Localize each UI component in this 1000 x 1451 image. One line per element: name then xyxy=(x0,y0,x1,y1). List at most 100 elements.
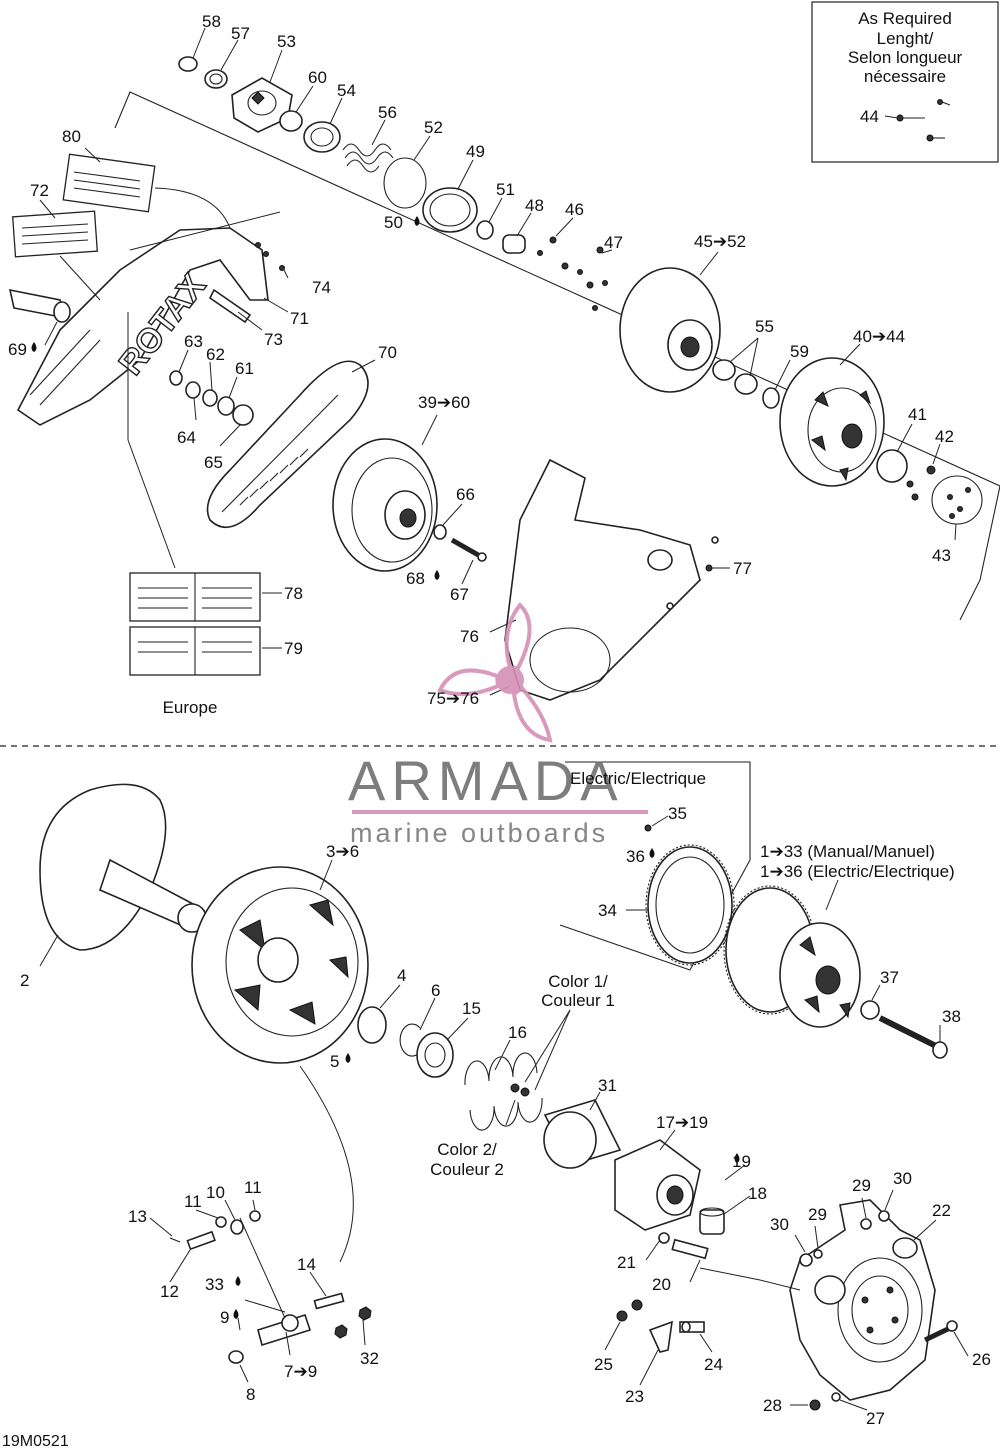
part-69-shaft xyxy=(8,288,71,323)
callout-44: 44 xyxy=(860,107,879,126)
part-55-shim-b xyxy=(734,373,758,395)
part-31-sleeve xyxy=(543,1099,622,1169)
part-10-bushing xyxy=(230,1219,244,1235)
as-required-line2: Lenght/ xyxy=(877,29,934,48)
callout-4: 4 xyxy=(397,966,406,985)
callout-53: 53 xyxy=(277,32,296,51)
drop-icon xyxy=(734,1153,740,1163)
part-39-driven-pulley-assy xyxy=(332,438,438,572)
callout-27: 27 xyxy=(866,1409,885,1428)
part-52-ring xyxy=(383,157,427,209)
callout-30b: 30 xyxy=(893,1169,912,1188)
callout-63: 63 xyxy=(184,332,203,351)
drop-icon xyxy=(649,848,655,858)
callout-49: 49 xyxy=(466,142,485,161)
part-12-pin xyxy=(186,1230,216,1251)
part-3-sliding-sheave xyxy=(191,866,369,1064)
part-72-warning-decal xyxy=(12,210,98,258)
callout-59: 59 xyxy=(790,342,809,361)
callout-78: 78 xyxy=(284,584,303,603)
part-30-nut-a xyxy=(799,1253,813,1267)
part-44-screws xyxy=(896,99,951,142)
watermark-tagline: marine outboards xyxy=(350,818,608,848)
part-11-washer-b xyxy=(249,1210,261,1222)
part-59-ring xyxy=(762,387,780,409)
part-30-nut-b xyxy=(878,1210,890,1222)
part-53-cam xyxy=(231,77,293,133)
callout-19: 19 xyxy=(732,1152,751,1171)
part-57-washer xyxy=(204,69,228,89)
part-29-washer-b xyxy=(860,1218,872,1230)
callout-69: 69 xyxy=(8,340,27,359)
diagram-code: 19M0521 xyxy=(2,1433,69,1450)
callout-66: 66 xyxy=(456,485,475,504)
callout-57: 57 xyxy=(231,24,250,43)
callout-33: 33 xyxy=(205,1275,224,1294)
callout-65: 65 xyxy=(204,453,223,472)
armada-watermark: ARMADA marine outboards xyxy=(348,602,648,848)
leader-lines xyxy=(39,27,969,1411)
callout-41: 41 xyxy=(908,405,927,424)
as-required-box xyxy=(811,1,999,163)
callout-29b: 29 xyxy=(852,1176,871,1195)
part-80-warning-decal xyxy=(62,153,156,213)
callout-34: 34 xyxy=(598,901,617,920)
part-28-nut xyxy=(809,1399,821,1411)
color1-line2: Couleur 1 xyxy=(541,991,615,1010)
callout-16: 16 xyxy=(508,1023,527,1042)
callout-29a: 29 xyxy=(808,1205,827,1224)
callout-74: 74 xyxy=(312,278,331,297)
part-61-ring xyxy=(217,396,235,416)
part-74-screws xyxy=(255,242,285,271)
part-24-pin xyxy=(679,1321,705,1333)
callout-61: 61 xyxy=(235,359,254,378)
part-48-bushing xyxy=(502,234,526,254)
callout-30a: 30 xyxy=(770,1215,789,1234)
callout-20: 20 xyxy=(652,1275,671,1294)
callout-13: 13 xyxy=(128,1207,147,1226)
part-66-washer xyxy=(433,524,447,540)
callout-9: 9 xyxy=(220,1308,229,1327)
part-27-washer xyxy=(831,1392,841,1402)
callout-labels: 58 57 53 60 54 56 52 49 51 48 46 47 50 4… xyxy=(8,12,991,1428)
part-43-screw-set xyxy=(931,475,983,525)
part-37-washer xyxy=(860,1000,880,1020)
part-23-bracket xyxy=(648,1320,673,1353)
color1-line1: Color 1/ xyxy=(548,972,608,991)
callout-55: 55 xyxy=(755,317,774,336)
part-79-caution-decal-europe xyxy=(129,626,261,676)
part-2-fixed-sheave xyxy=(39,783,207,951)
part-76-support-bracket xyxy=(504,458,701,701)
part-42-nut xyxy=(926,465,936,475)
axis-return-line xyxy=(959,485,1000,621)
part-32-nuts xyxy=(334,1306,372,1339)
callout-43: 43 xyxy=(932,546,951,565)
part-18-bushing xyxy=(699,1207,725,1235)
lubricant-drop-icons xyxy=(31,216,740,1319)
part-16-spring xyxy=(464,1052,543,1131)
part-35-screw xyxy=(644,824,652,832)
part-60-ring xyxy=(279,110,303,132)
callout-3-6: 3➔6 xyxy=(326,842,359,861)
callout-56: 56 xyxy=(378,103,397,122)
part-38-bolt xyxy=(878,1015,948,1059)
part-67-bolt xyxy=(450,537,487,562)
part-55-shim-a xyxy=(712,359,736,381)
callout-11a: 11 xyxy=(184,1192,202,1211)
callout-15: 15 xyxy=(462,999,481,1018)
part-25-screws xyxy=(616,1299,643,1322)
as-required-line1: As Required xyxy=(858,9,952,28)
drop-icon xyxy=(414,216,420,226)
callout-68: 68 xyxy=(406,569,425,588)
part-56-spring xyxy=(342,143,394,173)
callout-47: 47 xyxy=(604,233,623,252)
callout-28: 28 xyxy=(763,1396,782,1415)
part-41-cam xyxy=(876,449,908,483)
part-34-ring-gear xyxy=(645,844,735,966)
callout-62: 62 xyxy=(206,345,225,364)
part-26-bolt xyxy=(923,1320,958,1343)
assembly-note-electric: 1➔36 (Electric/Electrique) xyxy=(760,862,955,881)
callout-6: 6 xyxy=(431,981,440,1000)
